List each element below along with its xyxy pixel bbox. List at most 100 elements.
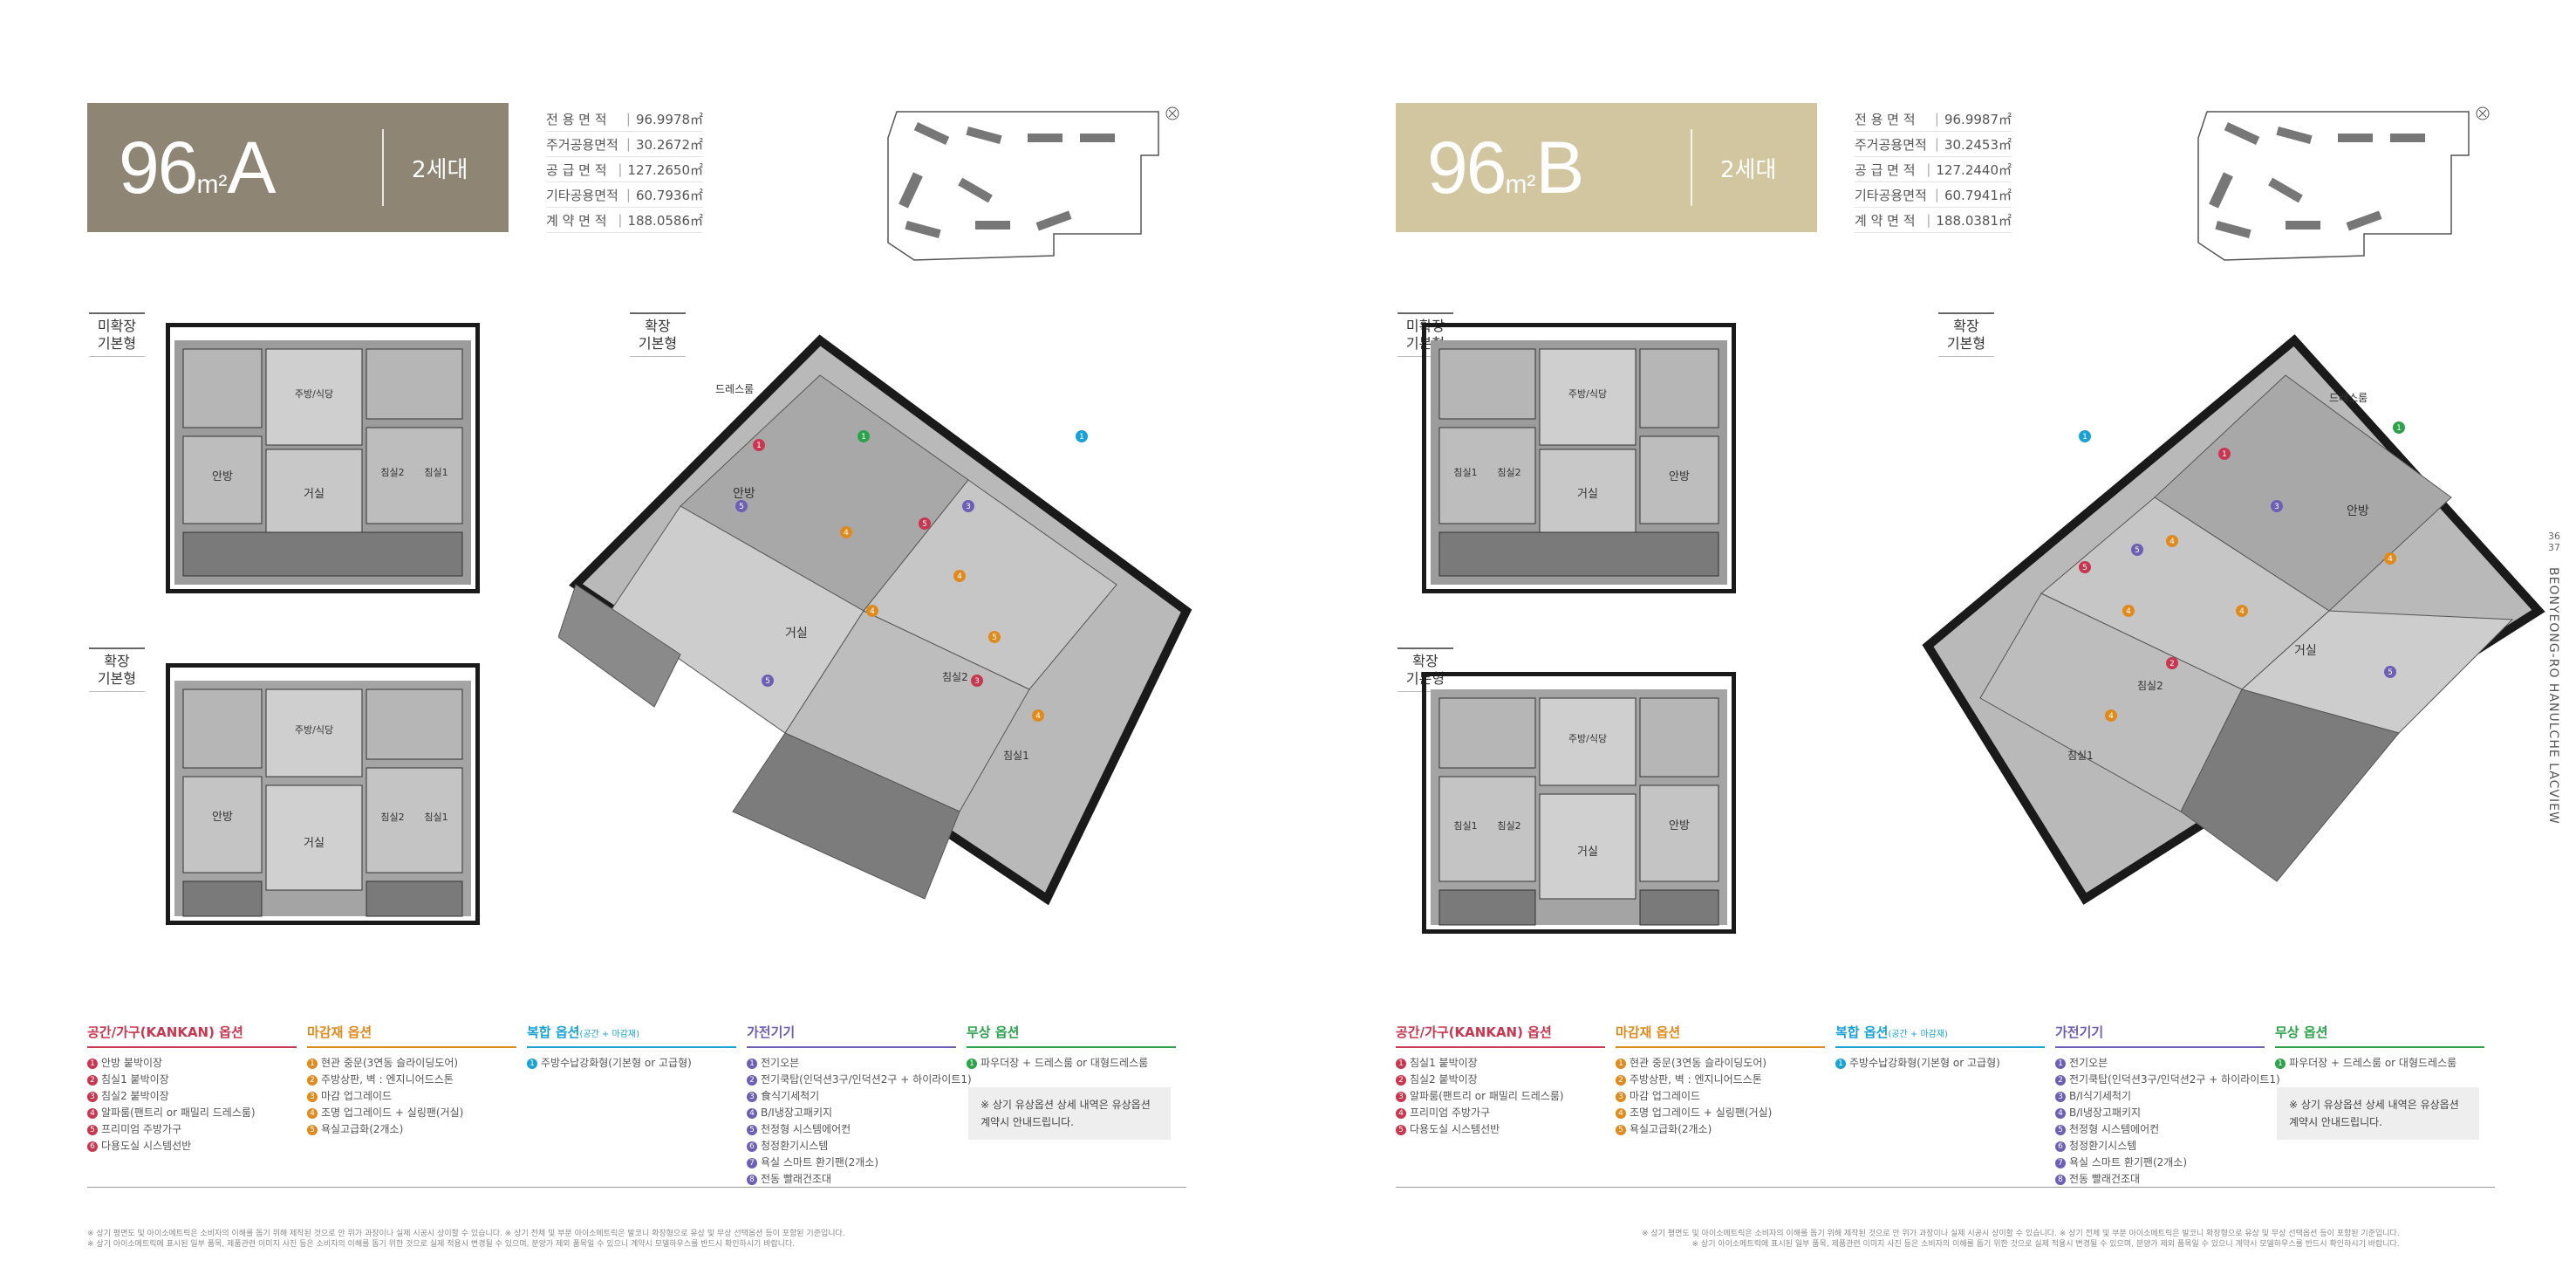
svg-text:1: 1 xyxy=(1079,433,1084,442)
svg-text:4: 4 xyxy=(2108,712,2114,721)
area-table: 전 용 면 적|96.9978㎡ 주거공용면적|30.2672㎡ 공 급 면 적… xyxy=(546,106,703,233)
svg-text:4: 4 xyxy=(2388,555,2393,564)
svg-text:거실: 거실 xyxy=(304,837,325,850)
svg-text:침실1: 침실1 xyxy=(1453,467,1477,478)
svg-text:거실: 거실 xyxy=(1577,846,1598,859)
option-note: ※ 상기 유상옵션 상세 내역은 유상옵션 계약시 안내드립니다. xyxy=(2277,1087,2479,1140)
svg-text:4: 4 xyxy=(957,572,962,581)
unit-type-banner: 96m²A 2세대 xyxy=(87,103,509,232)
svg-text:침실1: 침실1 xyxy=(1453,820,1477,832)
area-table: 전 용 면 적|96.9987㎡ 주거공용면적|30.2453㎡ 공 급 면 적… xyxy=(1855,106,2012,233)
household-count: 2세대 xyxy=(412,157,468,183)
svg-text:침실2: 침실2 xyxy=(2137,680,2163,692)
svg-text:침실1: 침실1 xyxy=(1003,750,1029,762)
svg-text:침실1: 침실1 xyxy=(424,467,448,478)
svg-text:드레스룸: 드레스룸 xyxy=(2329,392,2368,404)
svg-text:침실2: 침실2 xyxy=(942,671,968,683)
unit-type-title: 96m²A xyxy=(119,126,276,209)
svg-text:드레스룸: 드레스룸 xyxy=(715,383,754,395)
svg-text:거실: 거실 xyxy=(2294,644,2317,658)
area-row: 주거공용면적|30.2672㎡ xyxy=(546,132,703,157)
area-row: 계 약 면 적|188.0381㎡ xyxy=(1855,208,2012,233)
unexpanded-floor-plan: 안방 거실 주방/식당 침실2 침실1 xyxy=(166,323,480,593)
svg-text:안방: 안방 xyxy=(2347,504,2369,518)
svg-text:5: 5 xyxy=(739,503,744,511)
title-divider xyxy=(382,129,384,206)
svg-text:안방: 안방 xyxy=(212,470,233,483)
svg-text:5: 5 xyxy=(765,677,770,686)
unit-type-banner: 96m²B 2세대 xyxy=(1396,103,1817,232)
isometric-floor-plan: 안방 거실 침실2 침실1 드레스룸 1 5 4 4 4 4 4 5 5 3 1… xyxy=(1922,334,2545,905)
title-divider xyxy=(1691,129,1692,206)
svg-text:침실1: 침실1 xyxy=(424,812,448,823)
svg-text:4: 4 xyxy=(1035,712,1041,721)
area-row: 주거공용면적|30.2453㎡ xyxy=(1855,132,2012,157)
side-branding: BEONYEONG-RO HANULCHE LACVIEW xyxy=(2546,567,2560,825)
unexpanded-floor-plan: 안방 거실 주방/식당 침실1 침실2 xyxy=(1422,323,1736,593)
svg-text:5: 5 xyxy=(922,520,927,529)
svg-text:거실: 거실 xyxy=(785,627,808,641)
expanded-floor-plan: 안방 거실 주방/식당 침실1 침실2 xyxy=(1422,672,1736,934)
option-note: ※ 상기 유상옵션 상세 내역은 유상옵션 계약시 안내드립니다. xyxy=(968,1087,1171,1140)
svg-text:주방/식당: 주방/식당 xyxy=(1568,733,1607,744)
page-left: 96m²A 2세대 전 용 면 적|96.9978㎡ 주거공용면적|30.267… xyxy=(87,103,1192,1249)
svg-text:안방: 안방 xyxy=(733,487,755,501)
svg-text:1: 1 xyxy=(2222,450,2227,459)
footnote: ※ 상기 평면도 및 아이소메트릭은 소비자의 이해를 돕기 위해 제작된 것으… xyxy=(1642,1230,2400,1249)
expanded-floor-plan: 안방 거실 주방/식당 침실2 침실1 xyxy=(166,663,480,925)
svg-text:1: 1 xyxy=(756,442,762,450)
svg-text:주방/식당: 주방/식당 xyxy=(295,388,333,400)
svg-text:4: 4 xyxy=(2169,538,2175,546)
svg-text:주방/식당: 주방/식당 xyxy=(1568,388,1607,400)
svg-text:3: 3 xyxy=(974,677,980,686)
svg-text:1: 1 xyxy=(2396,424,2402,433)
unit-type-title: 96m²B xyxy=(1427,126,1584,209)
svg-text:주방/식당: 주방/식당 xyxy=(295,724,333,736)
svg-text:안방: 안방 xyxy=(212,811,233,824)
svg-text:침실2: 침실2 xyxy=(1497,467,1520,478)
svg-text:3: 3 xyxy=(2274,503,2279,511)
area-row: 공 급 면 적|127.2440㎡ xyxy=(1855,157,2012,182)
svg-text:안방: 안방 xyxy=(1669,470,1690,483)
svg-text:안방: 안방 xyxy=(1669,819,1690,832)
svg-text:1: 1 xyxy=(861,433,866,442)
svg-text:침실1: 침실1 xyxy=(2067,750,2094,762)
svg-text:침실2: 침실2 xyxy=(380,467,404,478)
site-key-map xyxy=(887,106,1179,261)
svg-text:4: 4 xyxy=(2126,607,2131,616)
footer-rule xyxy=(87,1187,1186,1188)
household-count: 2세대 xyxy=(1720,157,1777,183)
svg-text:거실: 거실 xyxy=(304,488,325,501)
svg-text:1: 1 xyxy=(2082,433,2087,442)
footnote: ※ 상기 평면도 및 아이소메트릭은 소비자의 이해를 돕기 위해 제작된 것으… xyxy=(87,1230,845,1249)
area-row: 공 급 면 적|127.2650㎡ xyxy=(546,157,703,182)
isometric-floor-plan: 안방 거실 침실2 침실1 드레스룸 1 5 4 4 4 5 4 5 5 3 1… xyxy=(558,334,1192,906)
page-numbers: 36 37 xyxy=(2548,531,2560,553)
svg-text:5: 5 xyxy=(2388,668,2393,677)
svg-text:2: 2 xyxy=(2169,660,2175,668)
area-row: 기타공용면적|60.7941㎡ xyxy=(1855,182,2012,208)
footer-rule xyxy=(1396,1187,2495,1188)
area-row: 전 용 면 적|96.9987㎡ xyxy=(1855,106,2012,132)
svg-text:침실2: 침실2 xyxy=(380,812,404,823)
svg-text:거실: 거실 xyxy=(1577,488,1598,501)
svg-text:5: 5 xyxy=(2082,564,2087,572)
svg-text:침실2: 침실2 xyxy=(1497,820,1520,832)
svg-text:3: 3 xyxy=(966,503,971,511)
svg-text:4: 4 xyxy=(844,529,849,538)
area-row: 기타공용면적|60.7936㎡ xyxy=(546,182,703,208)
area-row: 전 용 면 적|96.9978㎡ xyxy=(546,106,703,132)
